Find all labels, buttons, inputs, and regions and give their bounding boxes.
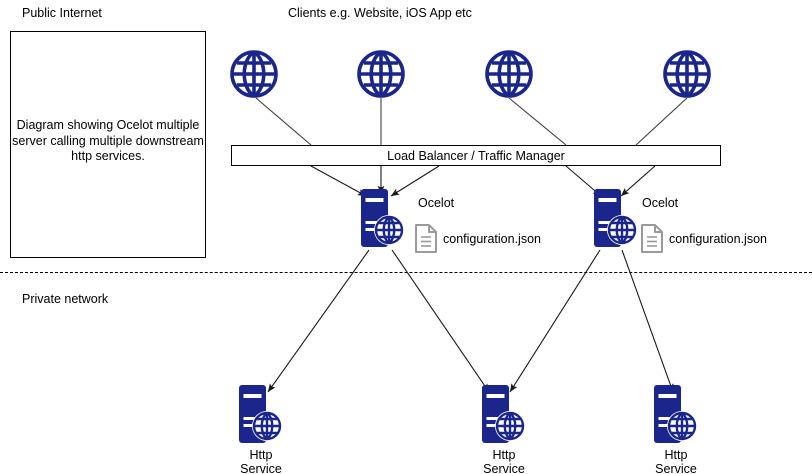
- config-doc-2[interactable]: [640, 224, 664, 259]
- ocelot-label-2: Ocelot: [642, 196, 679, 210]
- http-service-caption-line2: Service: [240, 462, 282, 474]
- server-globe-icon: [361, 189, 404, 247]
- http-service-node-3[interactable]: [653, 384, 699, 451]
- public-internet-label: Public Internet: [22, 6, 102, 20]
- globe-icon: [230, 50, 278, 98]
- config-label-1: configuration.json: [443, 232, 541, 246]
- clients-label: Clients e.g. Website, iOS App etc: [288, 6, 472, 20]
- client-node-2[interactable]: [355, 48, 407, 105]
- http-service-caption-1: Http Service: [221, 448, 301, 474]
- http-service-caption-line1: Http: [664, 448, 688, 462]
- private-network-label: Private network: [22, 292, 109, 306]
- document-icon: [415, 224, 437, 253]
- ocelot-node-1[interactable]: [360, 188, 406, 255]
- ocelot-label-1: Ocelot: [418, 196, 455, 210]
- server-globe-icon: [654, 385, 697, 443]
- client-node-1[interactable]: [228, 48, 280, 105]
- config-doc-1[interactable]: [414, 224, 438, 259]
- server-globe-icon: [594, 189, 637, 247]
- config-label-2: configuration.json: [669, 232, 767, 246]
- globe-icon: [485, 50, 533, 98]
- server-globe-icon: [482, 385, 525, 443]
- document-icon: [641, 224, 663, 253]
- client-node-4[interactable]: [661, 48, 713, 105]
- http-service-node-1[interactable]: [238, 384, 284, 451]
- load-balancer-bar[interactable]: Load Balancer / Traffic Manager: [231, 145, 721, 166]
- globe-icon: [357, 50, 405, 98]
- load-balancer-label: Load Balancer / Traffic Manager: [387, 148, 565, 163]
- http-service-caption-2: Http Service: [464, 448, 544, 474]
- ocelot-node-2[interactable]: [593, 188, 639, 255]
- server-globe-icon: [239, 385, 282, 443]
- network-boundary-divider: [0, 272, 812, 273]
- diagram-note-text: Diagram showing Ocelot multiple server c…: [12, 118, 204, 163]
- http-service-caption-line2: Service: [483, 462, 525, 474]
- http-service-caption-line1: Http: [492, 448, 516, 462]
- http-service-caption-line1: Http: [249, 448, 273, 462]
- http-service-node-2[interactable]: [481, 384, 527, 451]
- client-node-3[interactable]: [483, 48, 535, 105]
- http-service-caption-line2: Service: [655, 462, 697, 474]
- public-internet-box: [10, 31, 206, 258]
- http-service-caption-3: Http Service: [636, 448, 716, 474]
- globe-icon: [663, 50, 711, 98]
